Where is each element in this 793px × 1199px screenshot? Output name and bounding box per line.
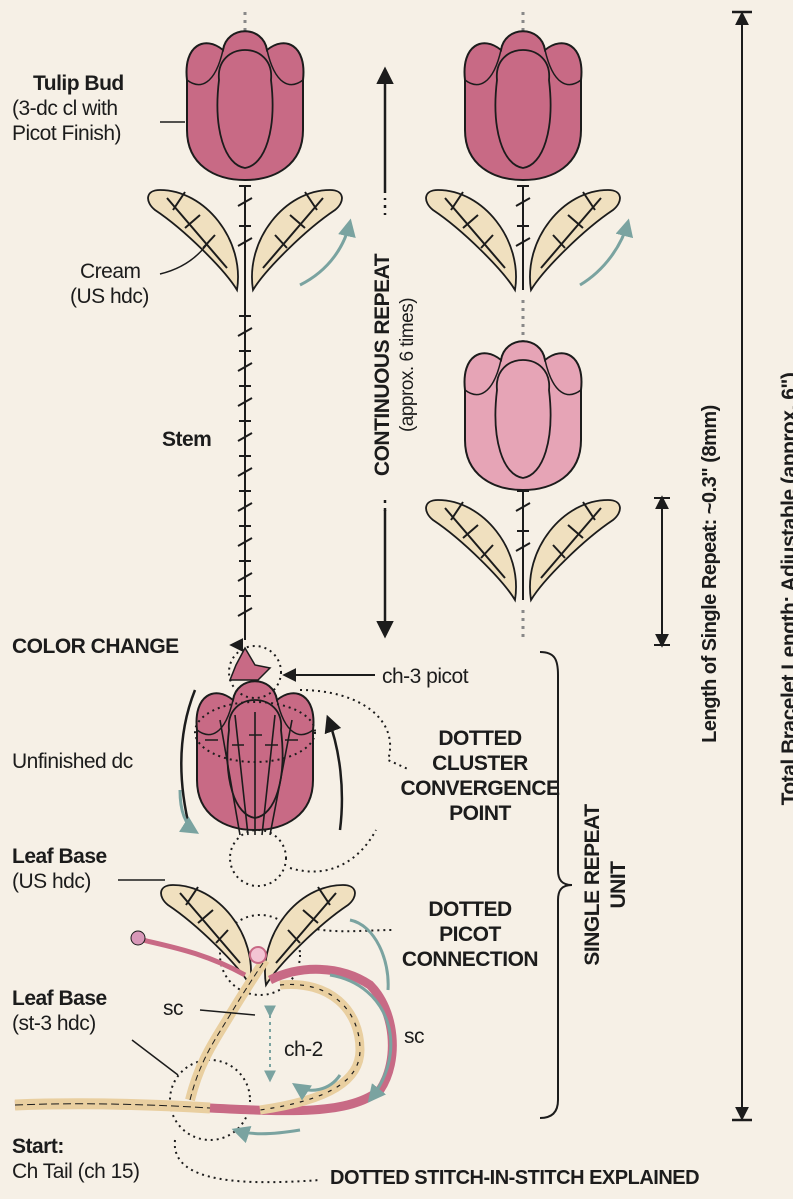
dotted-cluster-line2: CLUSTER: [420, 752, 540, 776]
tulip-bud-desc-line2: Picot Finish): [12, 122, 121, 146]
cream-desc: (US hdc): [70, 285, 149, 309]
dotted-stitch-explained: DOTTED STITCH-IN-STITCH EXPLAINED: [330, 1166, 699, 1190]
color-change-point: [230, 648, 270, 680]
sc-left-label: sc: [163, 997, 183, 1021]
leaf-base-1-title: Leaf Base: [12, 845, 107, 869]
teal-arrow-bottom: [235, 1130, 300, 1134]
ch3-picot-label: ch-3 picot: [382, 665, 468, 689]
single-repeat-label-group: SINGLE REPEAT UNIT: [580, 785, 640, 985]
teal-arrow-repeat: [580, 222, 628, 285]
cream-label: Cream: [80, 260, 141, 284]
stem-label: Stem: [162, 428, 211, 452]
color-change-label: COLOR CHANGE: [12, 635, 179, 659]
dotted-cluster-line4: POINT: [420, 802, 540, 826]
tulip-bud-top: [187, 31, 304, 180]
unfinished-dc-label: Unfinished dc: [12, 750, 133, 774]
dotted-picot-line2: PICOT: [410, 923, 530, 947]
leaf-base-2-title: Leaf Base: [12, 987, 107, 1011]
tulip-bud-repeat-2: [465, 341, 582, 490]
ch2-label: ch-2: [284, 1038, 323, 1062]
continuous-repeat-label-group: CONTINUOUS REPEAT (approx. 6 times): [370, 215, 430, 515]
stem-repeat-1: [516, 186, 530, 290]
start-desc: Ch Tail (ch 15): [12, 1160, 140, 1184]
total-length-label: Total Bracelet Length: Adjustable (appro…: [775, 329, 793, 849]
cluster-arrow-right: [328, 718, 342, 830]
tulip-bud-desc-line1: (3-dc cl with: [12, 97, 118, 121]
leaf-base-1-desc: (US hdc): [12, 870, 91, 894]
stem-stitches: [238, 186, 252, 640]
tulip-bud-title: Tulip Bud: [33, 72, 124, 96]
single-repeat-line2: UNIT: [606, 785, 632, 985]
tulip-bud-repeat-1: [465, 31, 582, 180]
single-repeat-length-label: Length of Single Repeat: ~0.3" (8mm): [696, 394, 724, 754]
start-title: Start:: [12, 1135, 64, 1159]
dotted-cluster-line1: DOTTED: [420, 727, 540, 751]
dotted-picot-line3: CONNECTION: [395, 948, 545, 972]
single-repeat-brace: [540, 652, 572, 1118]
single-repeat-line1: SINGLE REPEAT: [580, 785, 606, 985]
dotted-cluster-line3: CONVERGENCE: [400, 777, 560, 801]
stem-repeat-2: [516, 491, 530, 600]
leaf-base-2-desc: (st-3 hdc): [12, 1012, 96, 1036]
continuous-repeat-desc: (approx. 6 times): [396, 215, 420, 515]
dotted-picot-line1: DOTTED: [410, 898, 530, 922]
continuous-repeat-label: CONTINUOUS REPEAT: [370, 215, 396, 515]
sc-right-label: sc: [404, 1025, 424, 1049]
